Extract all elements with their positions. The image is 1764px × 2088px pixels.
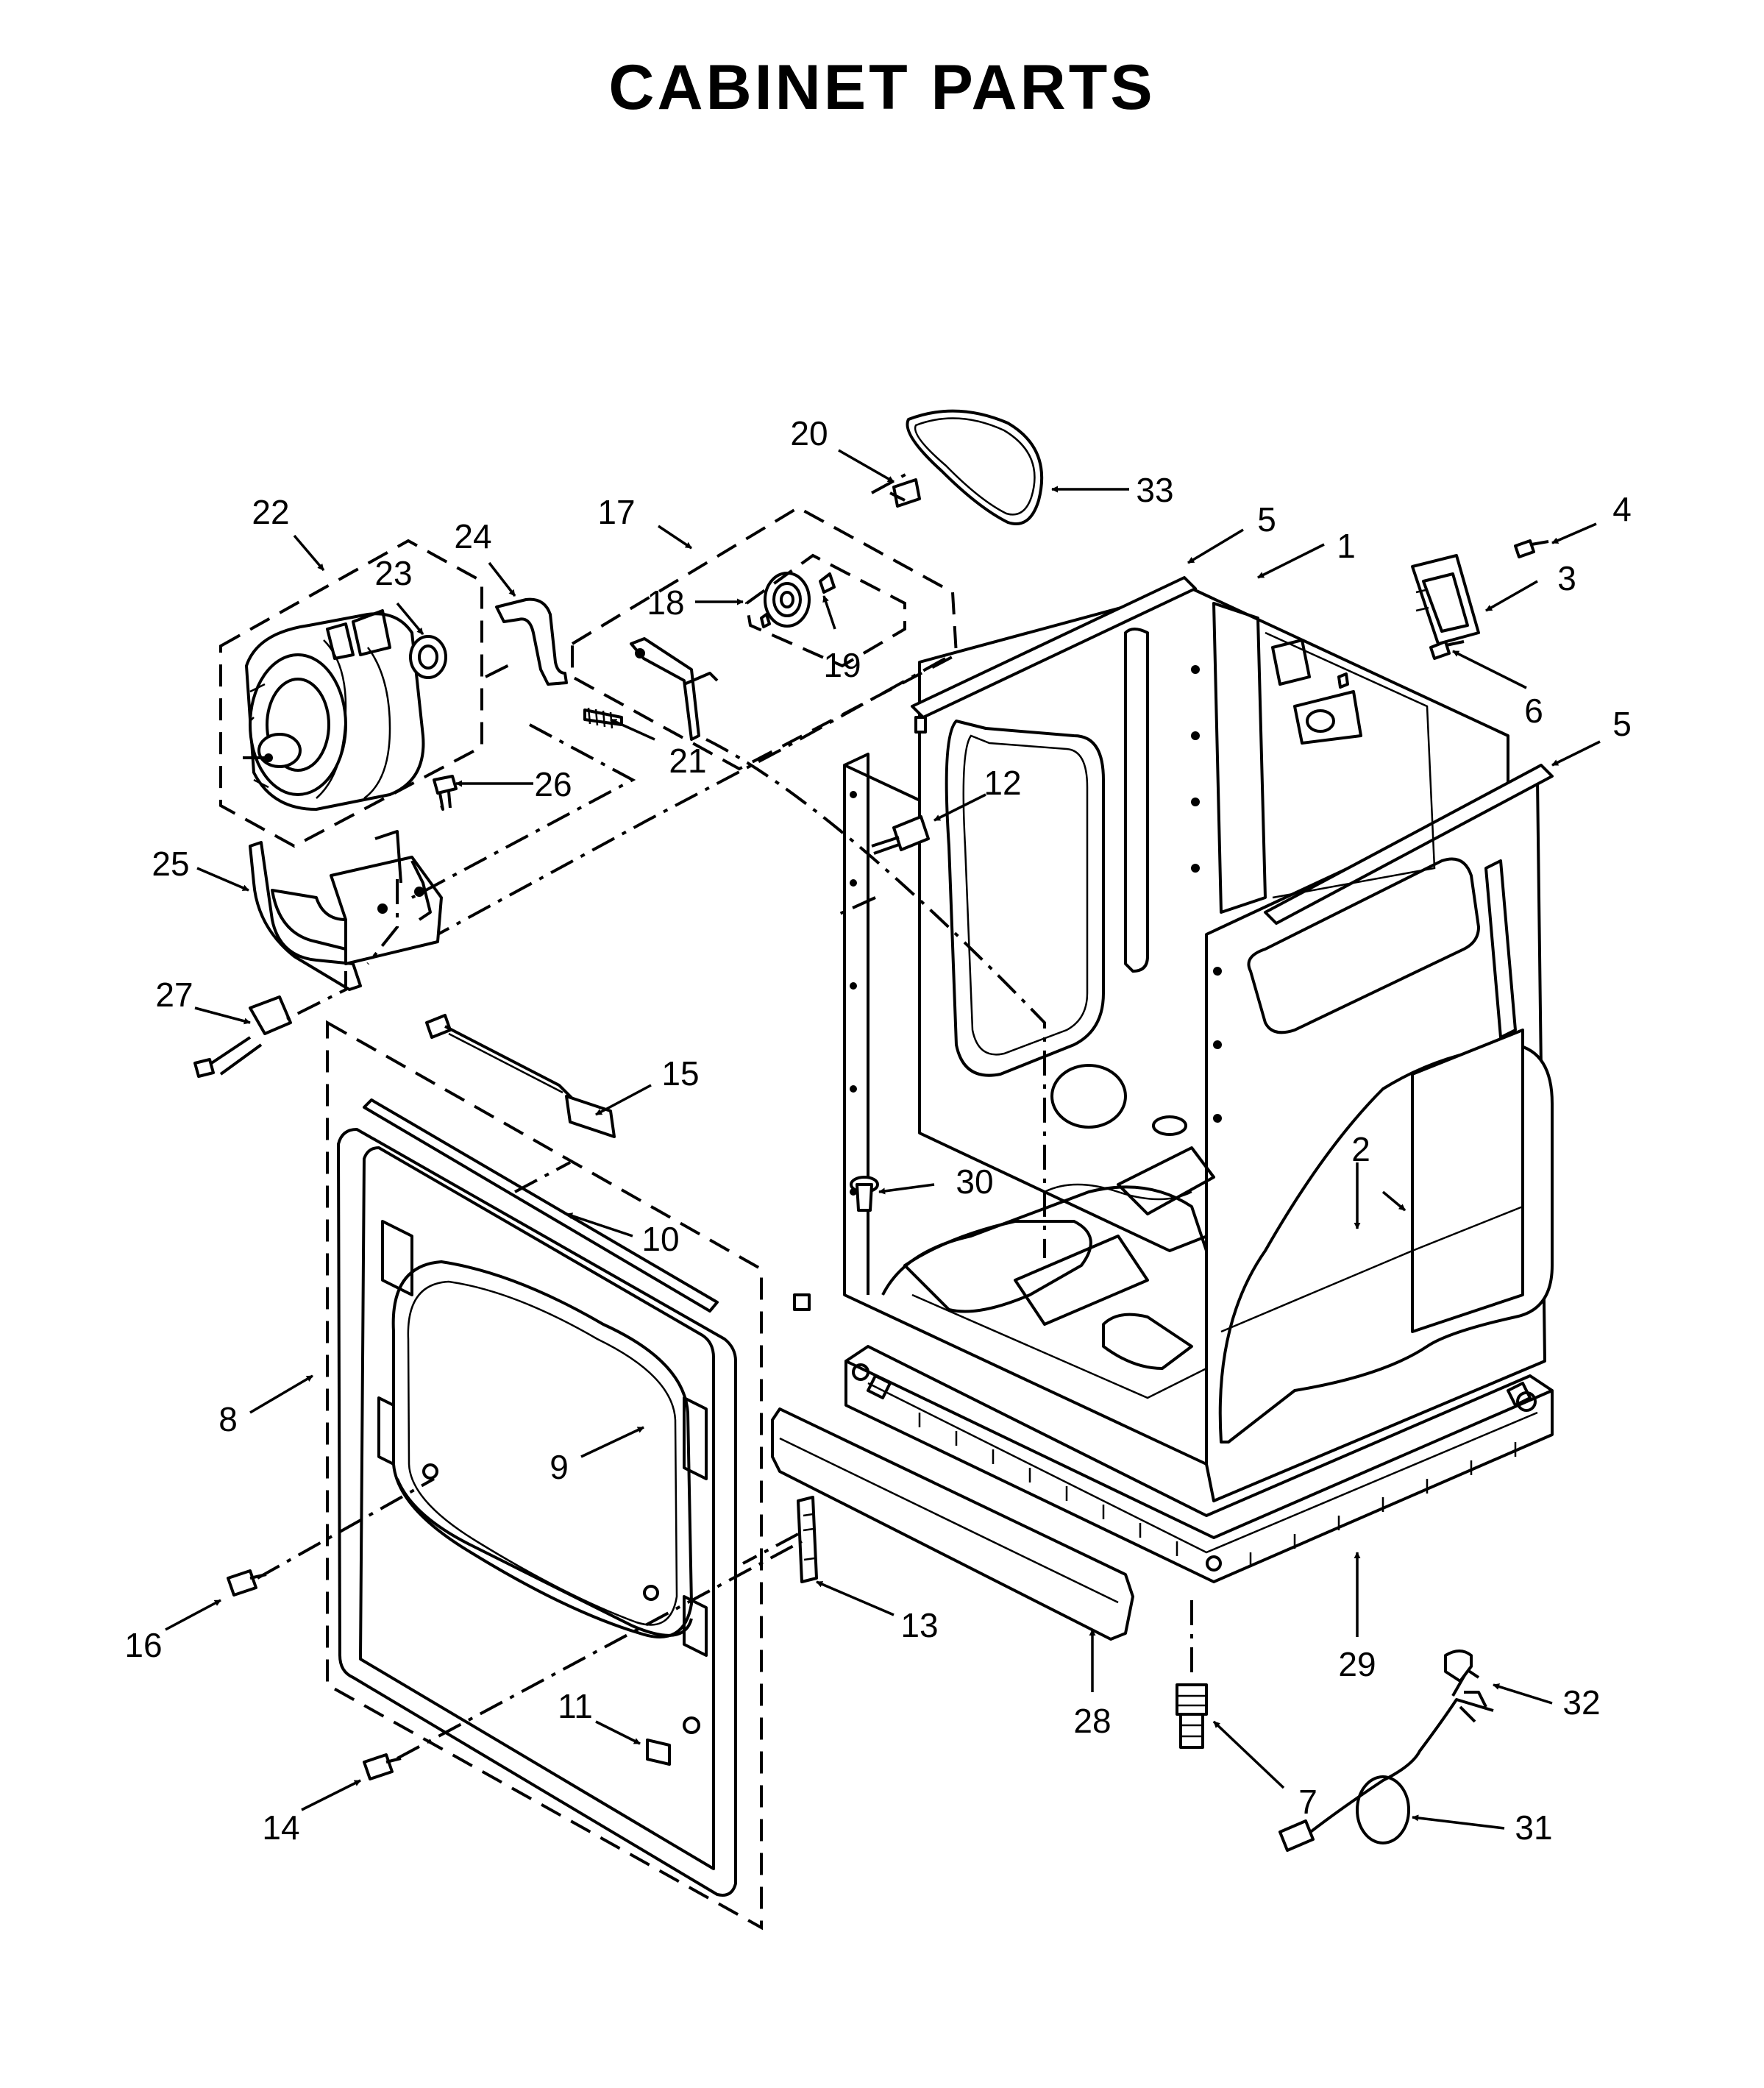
cord-clamp (1444, 1650, 1473, 1683)
diagram-title: CABINET PARTS (608, 52, 1156, 123)
callout-15: 15 (661, 1054, 699, 1093)
door-switch (193, 995, 292, 1078)
callout-17: 17 (597, 493, 635, 531)
callout-5-top: 5 (1257, 500, 1276, 539)
front-group-outline (326, 1020, 763, 1931)
drive-belt (906, 409, 1044, 525)
callout-33: 33 (1136, 471, 1173, 509)
callout-3: 3 (1557, 559, 1576, 597)
motor-mount (249, 830, 443, 991)
motor-grommet (409, 635, 447, 679)
callout-10: 10 (641, 1220, 679, 1258)
panel-screw (871, 815, 930, 855)
callout-4: 4 (1612, 490, 1632, 528)
drive-motor (243, 609, 425, 811)
callout-21: 21 (669, 742, 706, 780)
callout-24: 24 (454, 517, 491, 555)
hole-plug (646, 1739, 671, 1766)
callout-14: 14 (262, 1808, 299, 1847)
callout-5-right: 5 (1612, 705, 1632, 743)
callout-19: 19 (823, 646, 861, 684)
toe-panel (771, 1293, 1134, 1641)
callout-7: 7 (1298, 1783, 1317, 1821)
front-panel (337, 1098, 737, 1897)
callout-11: 11 (558, 1687, 593, 1725)
callout-25: 25 (152, 845, 189, 883)
callout-26: 26 (534, 765, 572, 803)
callout-6: 6 (1524, 692, 1543, 730)
cabinet-base (844, 1345, 1554, 1583)
callout-13: 13 (900, 1606, 938, 1644)
callout-18: 18 (647, 583, 684, 622)
callout-12: 12 (984, 764, 1021, 802)
motor-group-outline (219, 539, 483, 848)
callout-labels: 1 2 3 4 5 5 6 7 8 9 10 11 12 13 14 15 16… (124, 414, 1631, 1847)
callout-28: 28 (1073, 1702, 1111, 1740)
tab-clip (850, 1176, 879, 1212)
callout-23: 23 (374, 554, 412, 592)
callout-32: 32 (1562, 1683, 1600, 1722)
callout-2: 2 (1351, 1130, 1370, 1168)
cabinet-shell (843, 576, 1554, 1502)
callout-31: 31 (1515, 1808, 1552, 1847)
idler-assembly (583, 572, 836, 741)
rear-bracket-parts (1411, 539, 1549, 660)
callout-27: 27 (155, 976, 193, 1014)
callout-9: 9 (550, 1448, 569, 1486)
callout-1: 1 (1337, 527, 1356, 565)
power-cord (1278, 1669, 1494, 1852)
callout-22: 22 (252, 493, 289, 531)
callout-30: 30 (956, 1162, 993, 1201)
leveling-leg (1176, 1683, 1208, 1749)
panel-switch (797, 1496, 818, 1583)
leader-lines (165, 449, 1601, 1830)
callout-20: 20 (790, 414, 828, 452)
wire-harness (425, 1014, 616, 1138)
callout-16: 16 (124, 1626, 162, 1664)
mount-screw (433, 775, 458, 811)
pulley-bolt (889, 478, 921, 508)
callout-29: 29 (1338, 1645, 1376, 1683)
motor-clip (495, 597, 568, 686)
callout-8: 8 (218, 1400, 238, 1438)
